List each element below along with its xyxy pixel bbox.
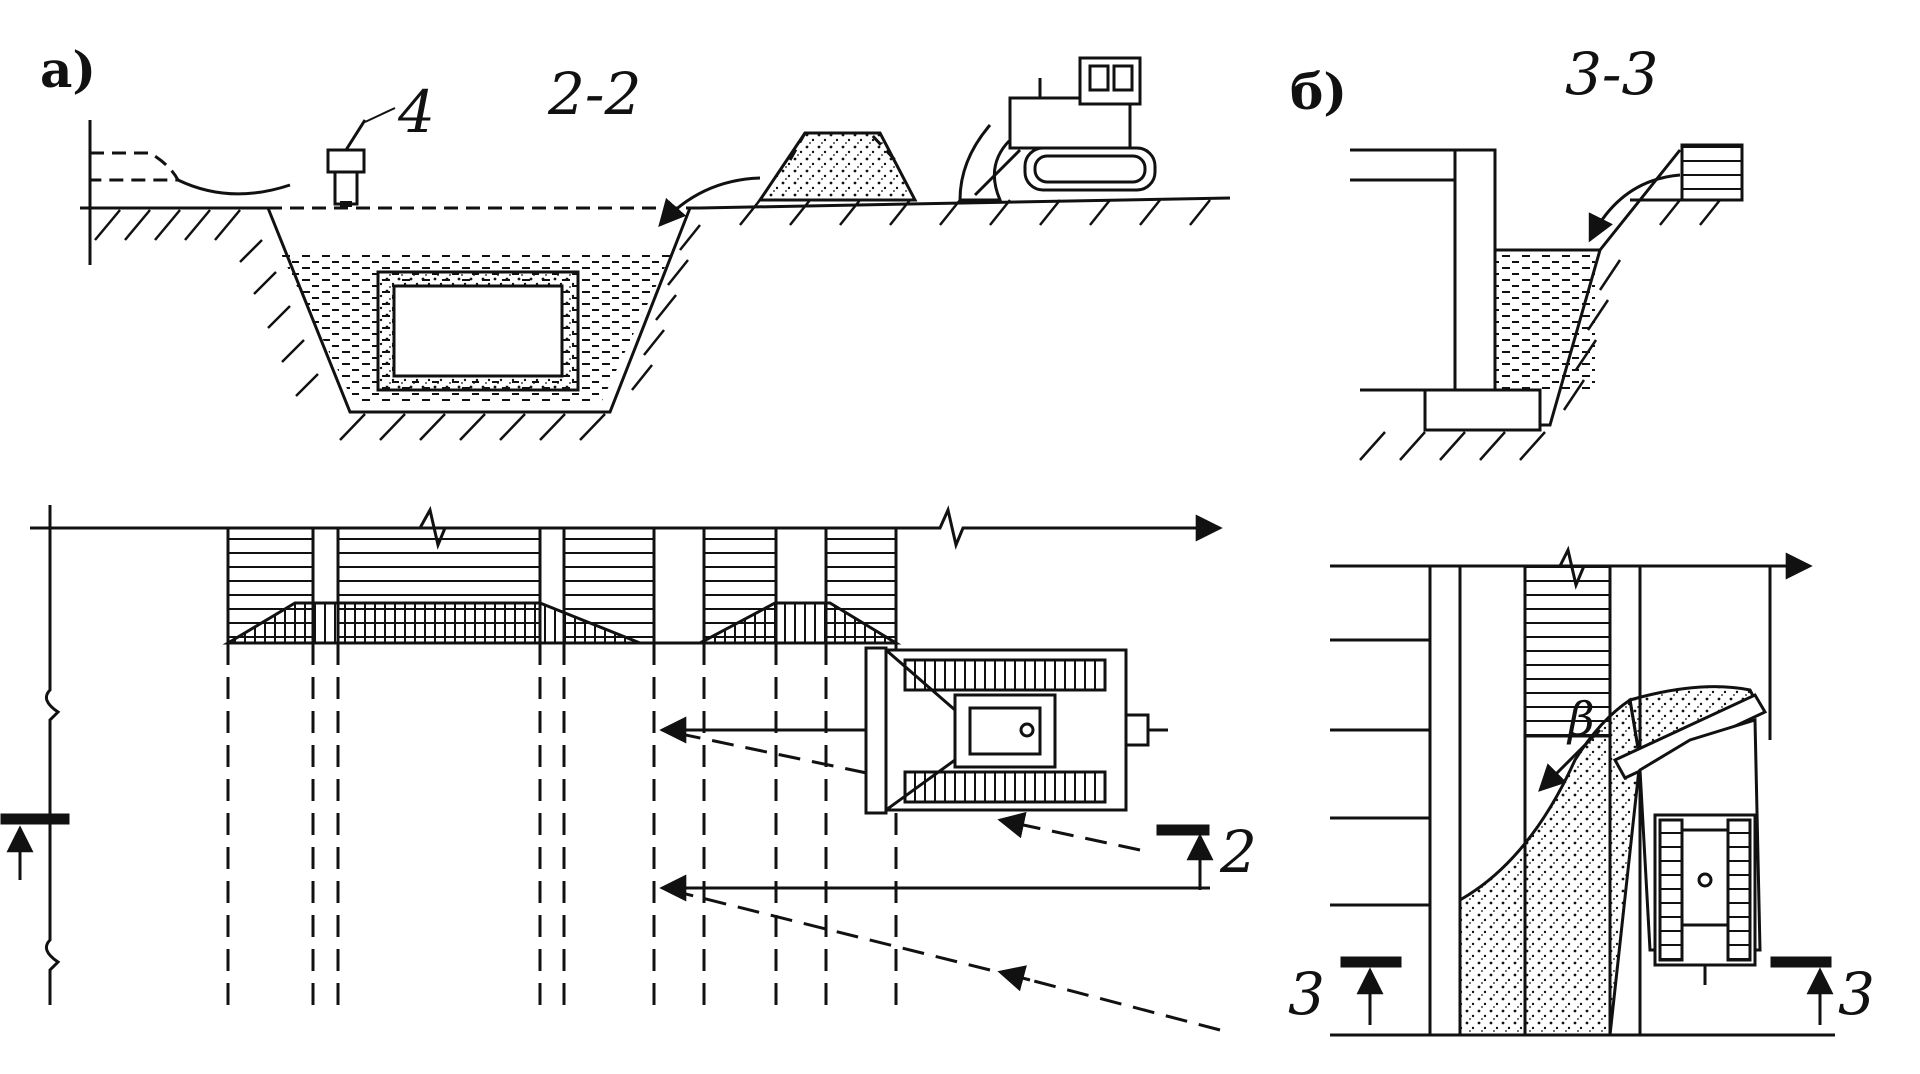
label-callout-4: 4	[398, 78, 435, 146]
label-part-a: а)	[40, 40, 97, 99]
section-marker-icon	[0, 813, 1214, 890]
bulldozer-icon	[958, 56, 1157, 202]
bulldozer-plan-icon	[864, 646, 1168, 815]
label-section-2-2: 2-2	[548, 60, 642, 128]
label-cut-3-left: 3	[1288, 960, 1325, 1028]
plan-view-b	[1330, 545, 1835, 1037]
label-part-b: б)	[1290, 62, 1348, 121]
section-2-2	[80, 107, 1231, 441]
vibrator-icon	[326, 119, 367, 207]
plan-view-a	[30, 505, 1223, 1032]
label-angle-beta: β	[1568, 692, 1595, 746]
label-cut-3-right: 3	[1838, 960, 1875, 1028]
section-3-3	[1350, 143, 1744, 461]
bulldozer-plan-b-icon	[1612, 693, 1768, 985]
label-cut-2: 2	[1220, 818, 1257, 886]
label-section-3-3: 3-3	[1565, 40, 1659, 108]
section-marker-3-icon	[1340, 956, 1834, 1025]
